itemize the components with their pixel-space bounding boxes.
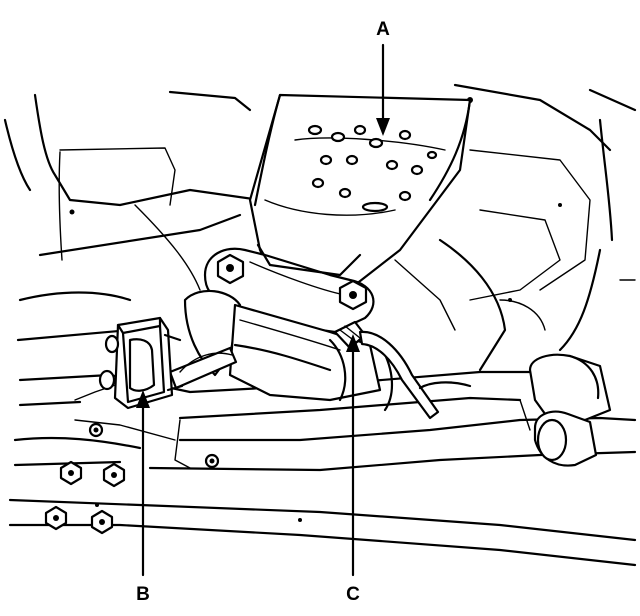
callout-label-b: B — [136, 584, 150, 605]
heat-shield-holes — [307, 124, 438, 213]
callout-arrow-a — [376, 43, 390, 136]
oxygen-sensor — [333, 320, 472, 420]
callout-label-c: C — [346, 584, 360, 605]
suspension-bushing — [528, 353, 612, 467]
front-exhaust-pipe — [248, 93, 472, 302]
callout-arrow-b — [136, 390, 150, 577]
callout-arrow-c — [346, 334, 360, 577]
hanger-bracket — [168, 346, 238, 390]
floor-panel — [3, 83, 637, 372]
callout-label-a: A — [376, 19, 390, 40]
rubber-hanger — [98, 316, 184, 410]
subframe-bolts — [44, 97, 562, 535]
